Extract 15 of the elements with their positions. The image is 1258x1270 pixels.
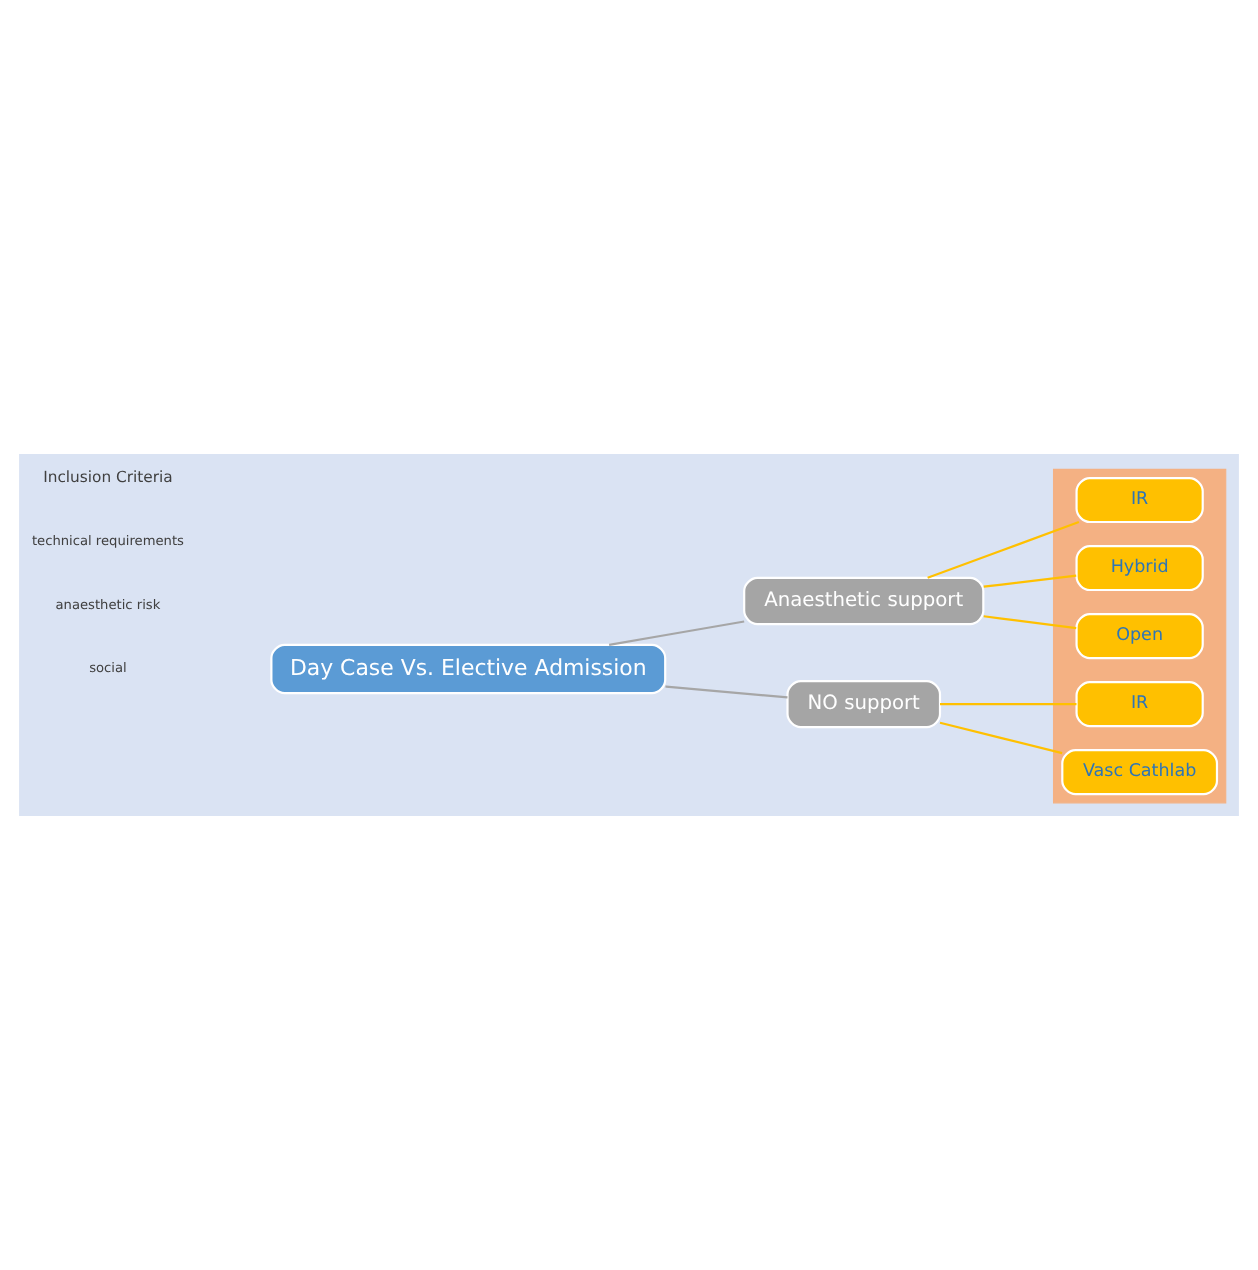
connector <box>940 703 1077 706</box>
node-box: Anaesthetic support <box>743 576 985 626</box>
connector <box>939 721 1063 755</box>
node-box: Open <box>1075 613 1204 660</box>
node-box: IR <box>1075 477 1204 524</box>
connector <box>665 685 788 699</box>
connector <box>983 615 1077 630</box>
cluster <box>1053 468 1227 804</box>
node-box: Hybrid <box>1075 545 1204 592</box>
node-box: Vasc Cathlab <box>1061 749 1219 796</box>
connector <box>983 574 1077 588</box>
connector <box>608 620 745 646</box>
node-box: NO support <box>786 679 942 729</box>
node-box: IR <box>1075 681 1204 728</box>
node-box: Day Case Vs. Elective Admission <box>270 643 667 695</box>
